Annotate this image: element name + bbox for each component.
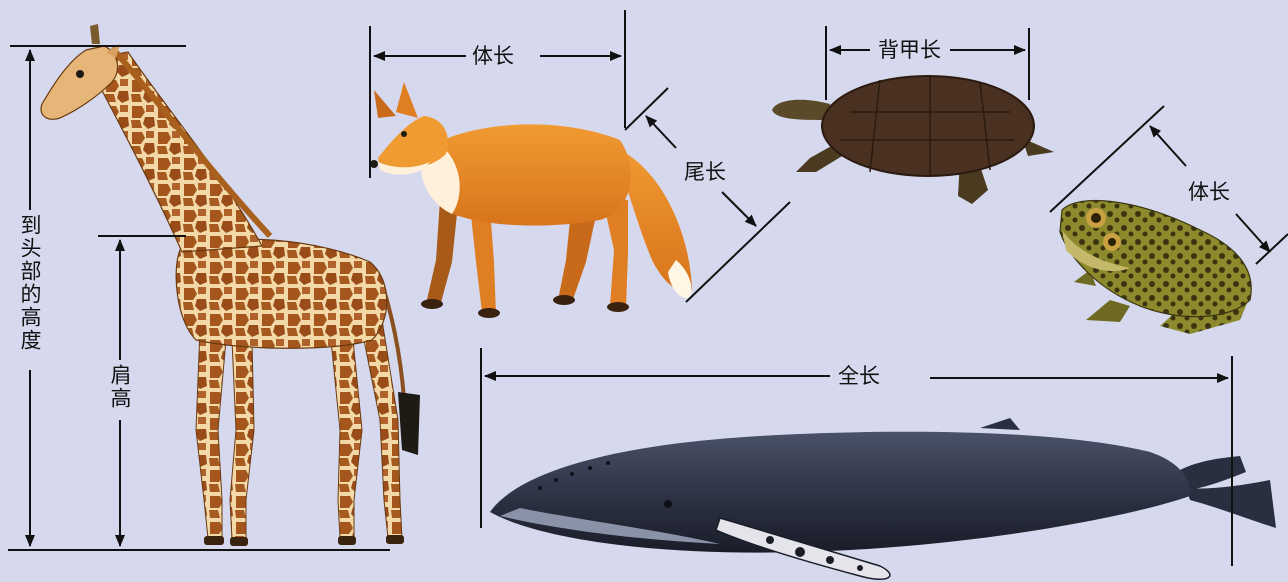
whale-illustration [490, 418, 1276, 579]
frog-illustration [1060, 200, 1251, 334]
fox-illustration [370, 82, 692, 318]
label-whale-total-length: 全长 [838, 364, 880, 388]
label-giraffe-total-height: 到头部的高度 [18, 214, 42, 352]
giraffe-illustration [41, 24, 420, 546]
label-turtle-shell-length: 背甲长 [878, 38, 941, 62]
label-giraffe-shoulder-height: 肩高 [108, 364, 132, 410]
turtle-illustration [772, 76, 1054, 204]
label-frog-body-length: 体长 [1188, 180, 1230, 204]
label-fox-body-length: 体长 [472, 44, 514, 68]
label-fox-tail-length: 尾长 [684, 160, 726, 184]
